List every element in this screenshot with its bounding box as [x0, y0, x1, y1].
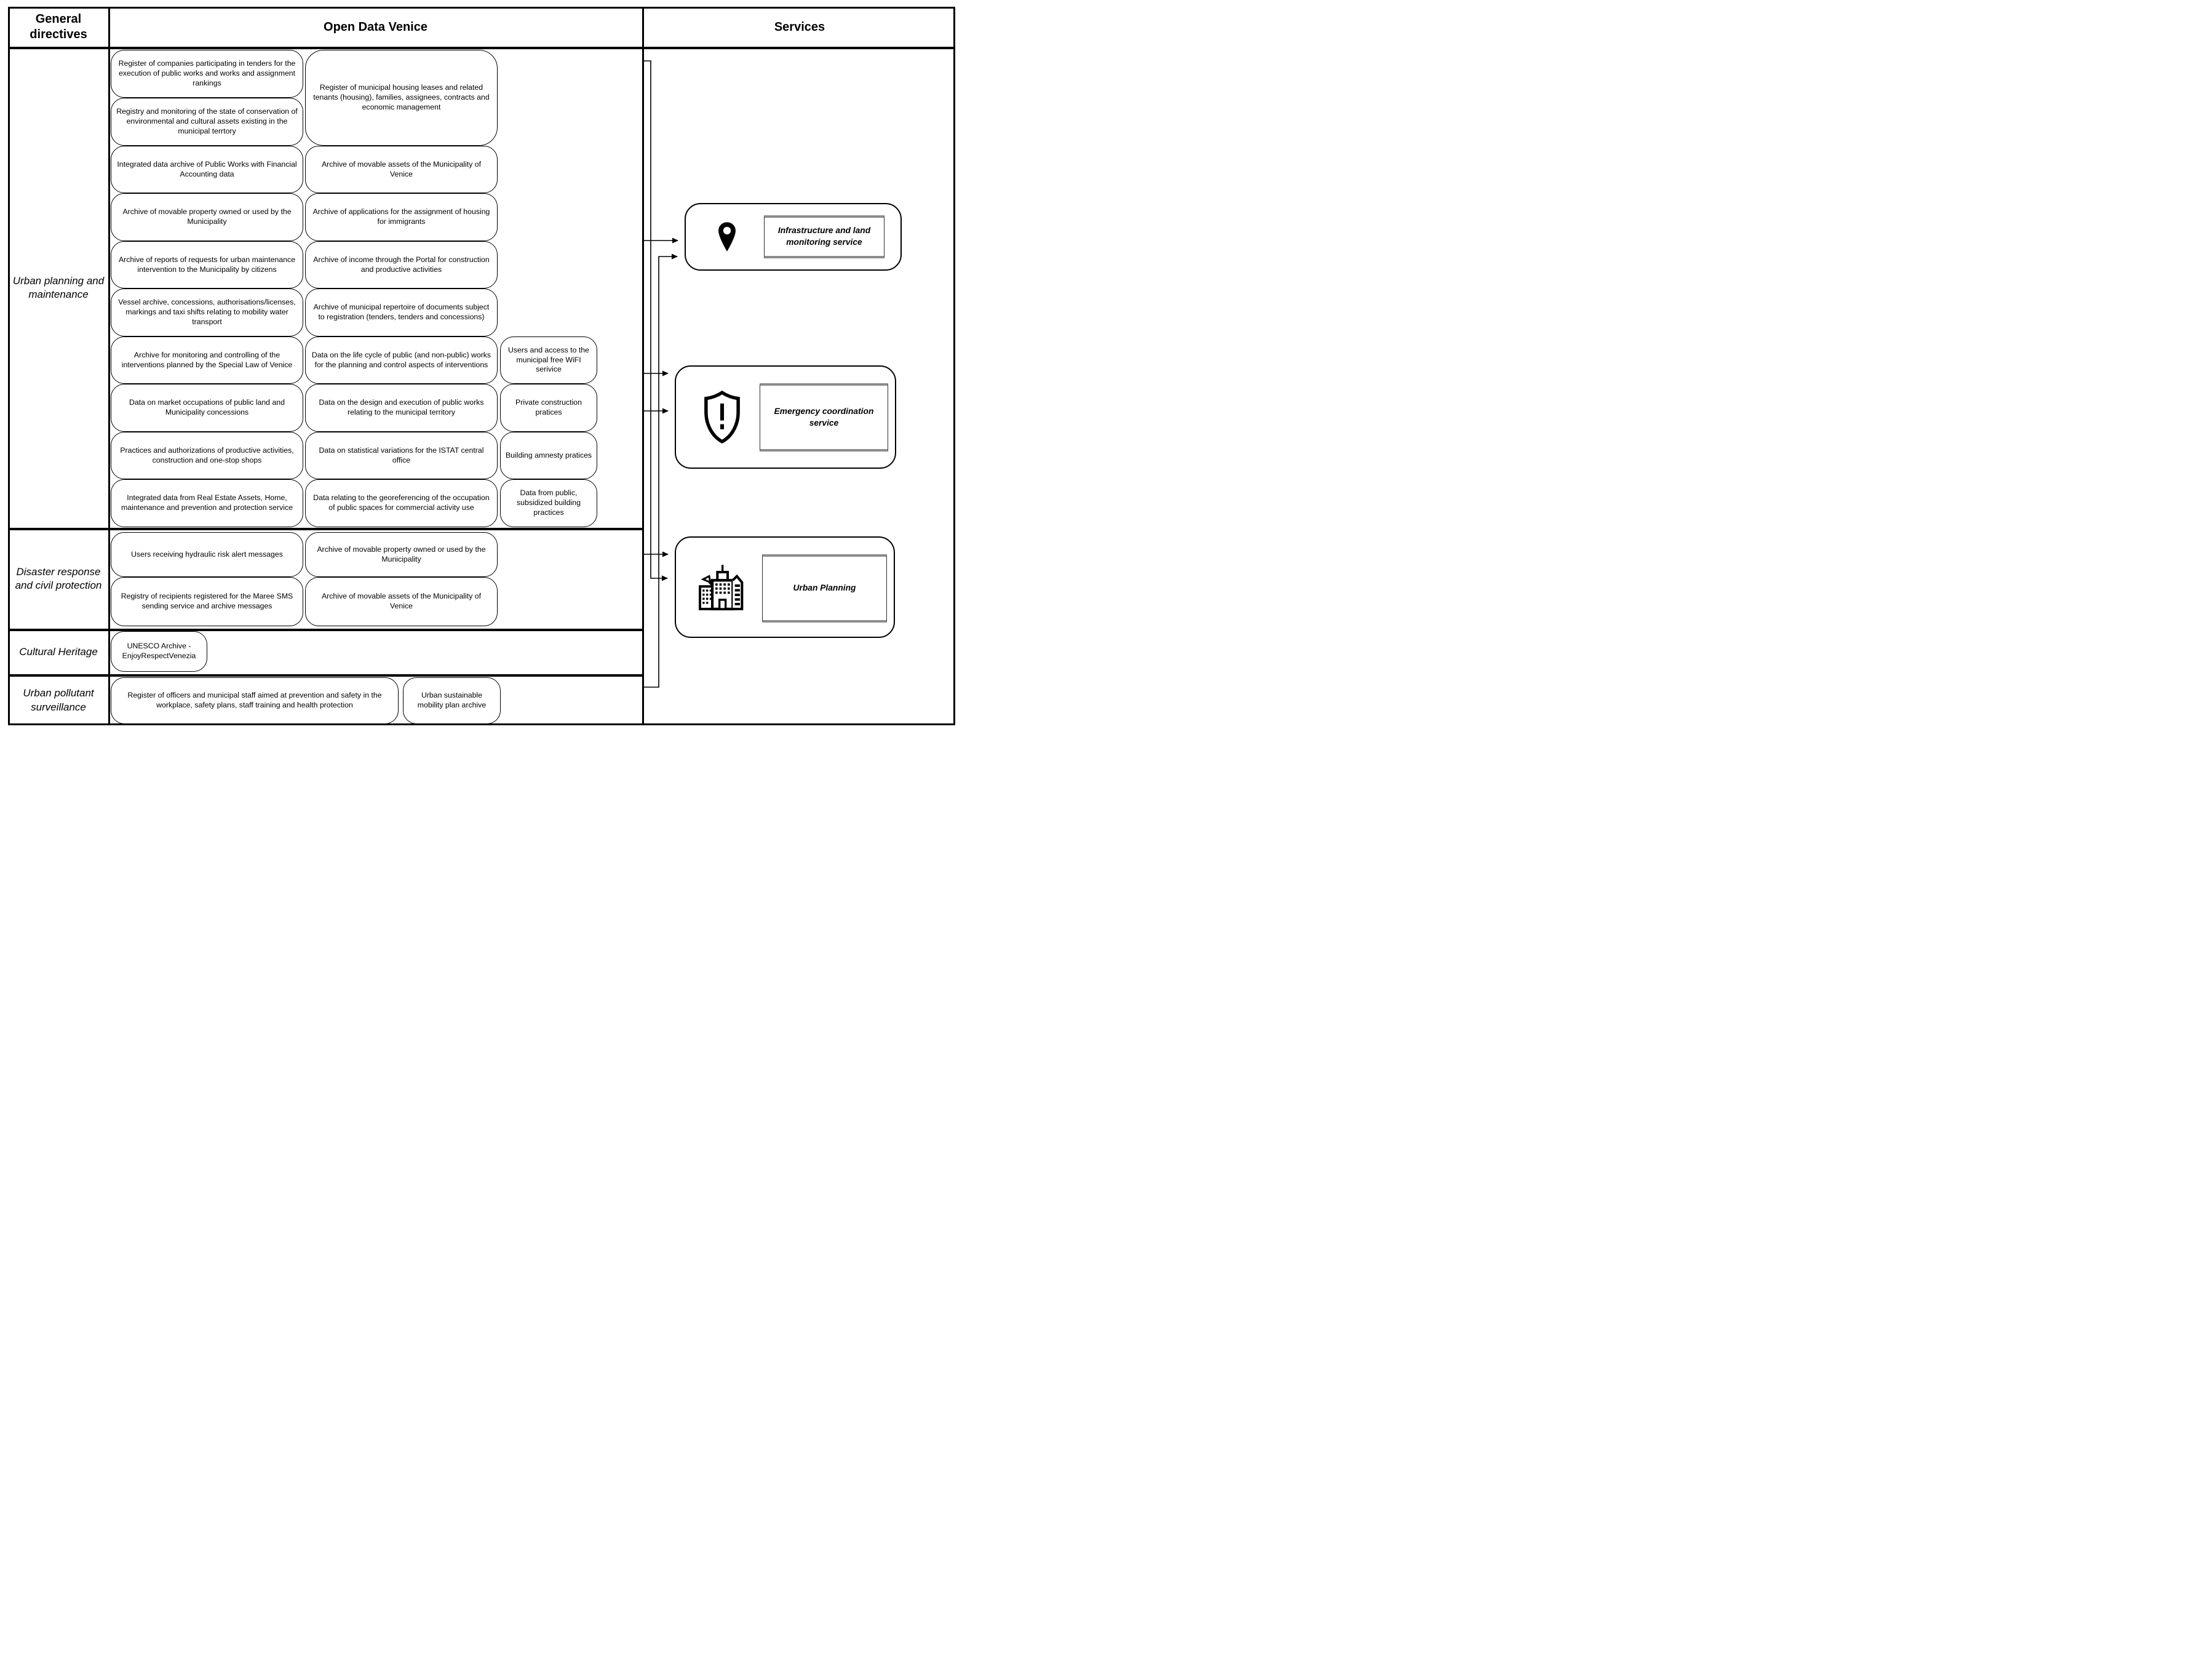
location-pin-icon — [715, 220, 739, 253]
dataset-box: UNESCO Archive - EnjoyRespectVenezia — [111, 631, 207, 672]
dataset-box: Archive of movable assets of the Municip… — [305, 146, 498, 193]
row-divider-3 — [8, 674, 644, 677]
dataset-box: Archive of income through the Portal for… — [305, 241, 498, 289]
service-label-plate: Infrastructure and land monitoring servi… — [764, 215, 884, 258]
dataset-box: Vessel archive, concessions, authorisati… — [111, 289, 303, 336]
dataset-box: Integrated data from Real Estate Assets,… — [111, 479, 303, 527]
service-card-infrastructure: Infrastructure and land monitoring servi… — [685, 203, 902, 271]
col-divider-opendata-services — [642, 7, 644, 725]
col-divider-general-opendata — [108, 7, 110, 725]
dataset-box: Urban sustainable mobility plan archive — [403, 677, 501, 724]
dataset-box: Integrated data archive of Public Works … — [111, 146, 303, 193]
dataset-box: Archive of movable assets of the Municip… — [305, 577, 498, 626]
dataset-box: Data on the life cycle of public (and no… — [305, 336, 498, 384]
dataset-box: Registry and monitoring of the state of … — [111, 98, 303, 146]
dataset-box: Archive of municipal repertoire of docum… — [305, 289, 498, 336]
dataset-box: Users and access to the municipal free W… — [500, 336, 597, 384]
dataset-box: Archive of applications for the assignme… — [305, 193, 498, 241]
dataset-box: Register of companies participating in t… — [111, 50, 303, 98]
row-divider-1 — [8, 528, 644, 530]
dataset-box: Archive for monitoring and controlling o… — [111, 336, 303, 384]
row-label-disaster-response: Disaster response and civil protection — [15, 565, 102, 591]
header-open-data-venice: Open Data Venice — [324, 20, 427, 34]
diagram-canvas: General directives Open Data Venice Serv… — [0, 0, 967, 736]
dataset-box: Data on statistical variations for the I… — [305, 432, 498, 479]
service-card-emergency: Emergency coordination service — [675, 365, 896, 469]
row-label-cultural-heritage: Cultural Heritage — [19, 645, 98, 658]
dataset-box: Register of municipal housing leases and… — [305, 50, 498, 146]
dataset-box: Data on market occupations of public lan… — [111, 384, 303, 432]
dataset-box: Users receiving hydraulic risk alert mes… — [111, 532, 303, 577]
dataset-box: Archive of movable property owned or use… — [305, 532, 498, 577]
dataset-box: Data on the design and execution of publ… — [305, 384, 498, 432]
dataset-box: Data relating to the georeferencing of t… — [305, 479, 498, 527]
row-label-urban-planning: Urban planning and maintenance — [12, 274, 105, 300]
header-divider — [8, 47, 955, 49]
table-outer-border — [8, 7, 955, 725]
dataset-box: Private construction pratices — [500, 384, 597, 432]
dataset-box: Registry of recipients registered for th… — [111, 577, 303, 626]
dataset-box: Archive of reports of requests for urban… — [111, 241, 303, 289]
city-buildings-icon — [697, 563, 746, 611]
dataset-box: Practices and authorizations of producti… — [111, 432, 303, 479]
dataset-box: Building amnesty pratices — [500, 432, 597, 479]
dataset-box: Data from public, subsidized building pr… — [500, 479, 597, 527]
dataset-box: Register of officers and municipal staff… — [111, 677, 399, 724]
row-label-urban-pollutant: Urban pollutant surveillance — [23, 687, 94, 713]
service-label-plate: Emergency coordination service — [760, 383, 888, 452]
header-general-directives: General directives — [30, 12, 87, 41]
dataset-box: Archive of movable property owned or use… — [111, 193, 303, 241]
row-divider-2 — [8, 629, 644, 631]
service-label-plate: Urban Planning — [762, 554, 887, 623]
shield-exclamation-icon — [702, 390, 742, 444]
service-card-urban-planning: Urban Planning — [675, 536, 895, 638]
header-services: Services — [774, 20, 825, 34]
